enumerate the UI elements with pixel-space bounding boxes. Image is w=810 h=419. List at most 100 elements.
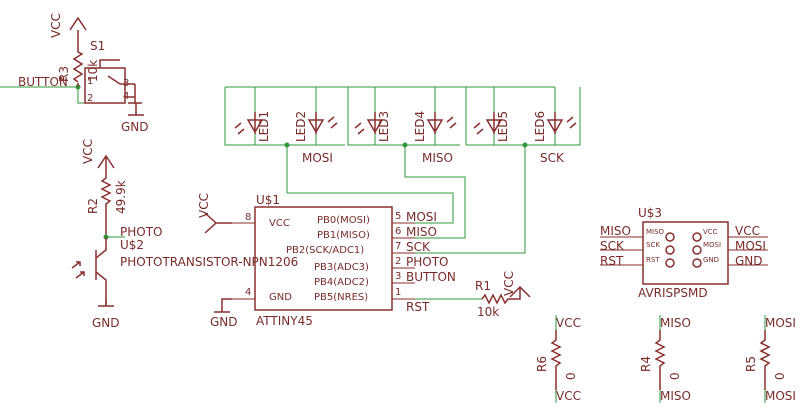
u3-net-label: GND <box>735 254 763 268</box>
r5-zigzag <box>759 330 771 390</box>
jumper-r4[interactable]: MISO MISO R4 0 <box>639 315 691 403</box>
r3-resistor[interactable] <box>72 30 84 87</box>
u1-pin-num: 7 <box>395 241 401 252</box>
vcc-arrow-icon <box>69 16 87 31</box>
jumper-r6[interactable]: VCC VCC R6 0 <box>535 315 581 403</box>
r4-zigzag <box>654 330 666 390</box>
u1-net-label: RST <box>406 300 430 314</box>
r2-value: 49.9k <box>114 180 128 214</box>
led5[interactable] <box>473 112 503 135</box>
r1-label: R1 <box>475 279 491 293</box>
led-net-wires <box>286 145 526 254</box>
r3-label: R3 <box>57 66 71 82</box>
led-net-label: MISO <box>422 151 453 165</box>
s1-ground <box>125 84 142 104</box>
r1-resistor[interactable]: R1 10k VCC <box>415 271 531 319</box>
u3-part: AVRISPSMD <box>638 286 708 300</box>
led3[interactable] <box>354 112 384 135</box>
light-arrows-icon <box>71 261 85 279</box>
u1-net-label: MISO <box>406 225 437 239</box>
jumper-top-net: VCC <box>556 316 581 330</box>
gnd-symbol-icon <box>128 103 144 116</box>
led6[interactable] <box>546 112 577 134</box>
button-section: VCC R3 10k S1 BUTTON 1 2 3 4 GND <box>0 13 149 134</box>
u1-pin-num: 6 <box>395 226 401 237</box>
u3-pin-label: SCK <box>646 241 660 249</box>
header-pin <box>665 232 675 242</box>
led-array: LED1 LED2 LED3 LED4 LED5 LED6 MOSI MISO … <box>224 86 581 165</box>
jumper-name: R5 <box>744 356 758 372</box>
u1-right-pins <box>392 222 415 300</box>
r3-value: 10k <box>86 60 100 82</box>
u1-pin-label: VCC <box>269 218 290 229</box>
u1-pin-num: 3 <box>395 271 401 282</box>
u3-pin-label: VCC <box>703 228 718 236</box>
r1-zigzag <box>481 285 531 305</box>
photo-section: VCC R2 49.9k PHOTO U$2 PHOTOTRANSISTOR-N… <box>71 139 298 330</box>
u3-net-label: MOSI <box>735 239 766 253</box>
s1-pin: 3 <box>123 78 129 89</box>
header-pin <box>692 258 702 268</box>
u1-net-label: SCK <box>406 240 431 254</box>
gnd-label: GND <box>210 315 238 329</box>
led1[interactable] <box>234 112 264 135</box>
s1-switch-contact <box>99 59 135 85</box>
u3-pin-label: RST <box>646 256 660 264</box>
u3-net-label: RST <box>600 254 624 268</box>
u1-pin-num: 2 <box>395 256 401 267</box>
attiny45-chip[interactable]: U$1 ATTINY45 VCC GND 8 4 VCC GND PB0(MOS… <box>197 193 456 329</box>
u1-pin-num: 8 <box>245 212 251 223</box>
u3-pin-label: MOSI <box>703 241 721 249</box>
s1-switch-body[interactable] <box>84 67 126 104</box>
led4[interactable] <box>426 112 457 134</box>
jumper-bottom-net: MISO <box>660 389 691 403</box>
phototransistor-symbol[interactable] <box>95 237 107 305</box>
vcc-label: VCC <box>49 13 63 38</box>
r6-zigzag <box>550 330 562 390</box>
u3-pin-label: GND <box>703 256 719 264</box>
led2[interactable] <box>307 112 338 134</box>
header-pin <box>692 245 702 255</box>
gnd-symbol-icon <box>214 298 232 313</box>
u1-pin-num: 5 <box>395 211 401 222</box>
jumper-r5[interactable]: MOSI MOSI R5 0 <box>744 315 796 403</box>
u1-part: ATTINY45 <box>256 314 313 328</box>
u1-net-label: MOSI <box>406 210 437 224</box>
u1-pin-label: PB3(ADC3) <box>314 262 369 273</box>
u1-label: U$1 <box>256 193 280 207</box>
r1-value: 10k <box>477 305 499 319</box>
led-label: LED4 <box>413 111 427 142</box>
u1-pin-label: GND <box>269 292 292 303</box>
s1-pin: 4 <box>123 91 129 102</box>
led-label: LED5 <box>496 111 510 142</box>
header-pin <box>665 258 675 268</box>
s1-pin: 1 <box>87 76 93 87</box>
jumper-name: R4 <box>639 356 653 372</box>
photo-net-label: PHOTO <box>120 225 162 239</box>
jumper-value: 0 <box>564 372 578 380</box>
u1-net-label: BUTTON <box>406 270 456 284</box>
jumper-top-net: MISO <box>660 316 691 330</box>
u3-label: U$3 <box>638 206 662 220</box>
gnd-label: GND <box>92 316 120 330</box>
u3-net-label: SCK <box>600 239 625 253</box>
button-net-label: BUTTON <box>18 75 68 89</box>
led-label: LED6 <box>533 111 547 142</box>
u3-net-label: VCC <box>735 224 760 238</box>
header-pin <box>665 245 675 255</box>
r2-label: R2 <box>86 198 100 214</box>
u1-pin-label: PB0(MOSI) <box>317 215 370 226</box>
jumper-bottom-net: VCC <box>556 389 581 403</box>
jumper-bottom-net: MOSI <box>765 389 796 403</box>
jumper-name: R6 <box>535 356 549 372</box>
vcc-label: VCC <box>197 193 211 218</box>
r2-resistor[interactable] <box>97 154 115 235</box>
vcc-label: VCC <box>81 139 95 164</box>
gnd-label: GND <box>121 120 149 134</box>
u1-pin-label: PB5(NRES) <box>314 292 368 303</box>
s1-label: S1 <box>90 39 105 53</box>
avrisp-header[interactable]: U$3 AVRISPSMD MISO SCK RST VCC MOSI GND … <box>600 206 768 300</box>
u3-net-label: MISO <box>600 224 631 238</box>
u1-pin-num: 4 <box>245 287 251 298</box>
